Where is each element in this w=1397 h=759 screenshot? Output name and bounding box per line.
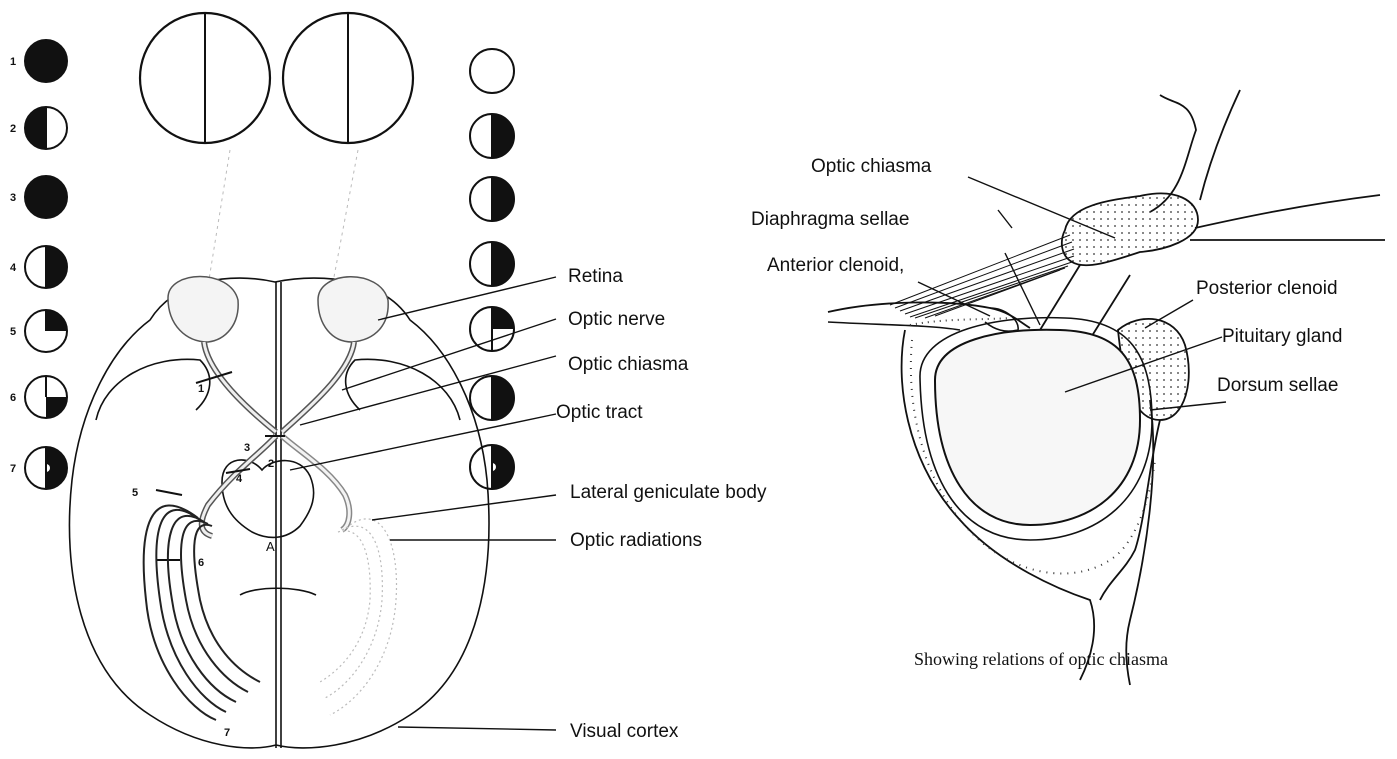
eyes	[168, 277, 388, 343]
lesion-number: 2	[268, 458, 274, 470]
label-dorsum-sellae: Dorsum sellae	[1217, 375, 1338, 396]
label-optic-nerve: Optic nerve	[568, 309, 665, 330]
field-defect-2	[25, 107, 67, 149]
field-defect-7	[25, 447, 67, 489]
visual-field-circles	[140, 13, 413, 143]
field-defect-1	[25, 40, 67, 82]
left-field-numbers: 1 2 3 4 5 6 7	[10, 56, 17, 475]
projection-lines	[206, 150, 358, 298]
field-number: 1	[10, 56, 16, 68]
lesion-number: 4	[236, 473, 243, 485]
brainstem-letter: A	[266, 539, 275, 554]
left-labels: Retina Optic nerve Optic chiasma Optic t…	[556, 266, 767, 742]
left-leader-lines	[290, 277, 556, 730]
lesion-number: 6	[198, 557, 204, 569]
field-defect-5	[25, 310, 67, 352]
lesion-numbers: 1 2 3 4 5 6 7	[132, 383, 274, 739]
label-optic-tract: Optic tract	[556, 402, 643, 423]
field-defect-3	[25, 176, 67, 218]
optic-radiations-right	[320, 519, 397, 715]
label-lateral-geniculate-body: Lateral geniculate body	[570, 482, 767, 503]
left-field-defects	[25, 40, 67, 489]
label-optic-chiasma: Optic chiasma	[568, 354, 689, 375]
field-number: 4	[10, 262, 17, 274]
lesion-number: 7	[224, 727, 230, 739]
field-defect-6	[25, 376, 67, 418]
optic-radiations-left	[144, 505, 260, 720]
field-number: 2	[10, 123, 16, 135]
field-number: 6	[10, 392, 16, 404]
lesion-number: 3	[244, 442, 250, 454]
field-number: 7	[10, 463, 16, 475]
label-diaphragma-sellae: Diaphragma sellae	[751, 209, 909, 230]
field-defect-4	[25, 246, 67, 288]
field-number: 5	[10, 326, 16, 338]
label-pituitary-gland: Pituitary gland	[1222, 326, 1342, 347]
label-optic-radiations: Optic radiations	[570, 530, 702, 551]
label-retina: Retina	[568, 266, 623, 287]
label-optic-chiasma-right: Optic chiasma	[811, 156, 932, 177]
figure-caption: Showing relations of optic chiasma	[914, 649, 1168, 669]
lesion-number: 5	[132, 487, 138, 499]
lesion-number: 1	[198, 383, 204, 395]
label-anterior-clenoid: Anterior clenoid,	[767, 255, 904, 276]
label-visual-cortex: Visual cortex	[570, 721, 679, 742]
field-number: 3	[10, 192, 16, 204]
label-posterior-clenoid: Posterior clenoid	[1196, 278, 1338, 299]
